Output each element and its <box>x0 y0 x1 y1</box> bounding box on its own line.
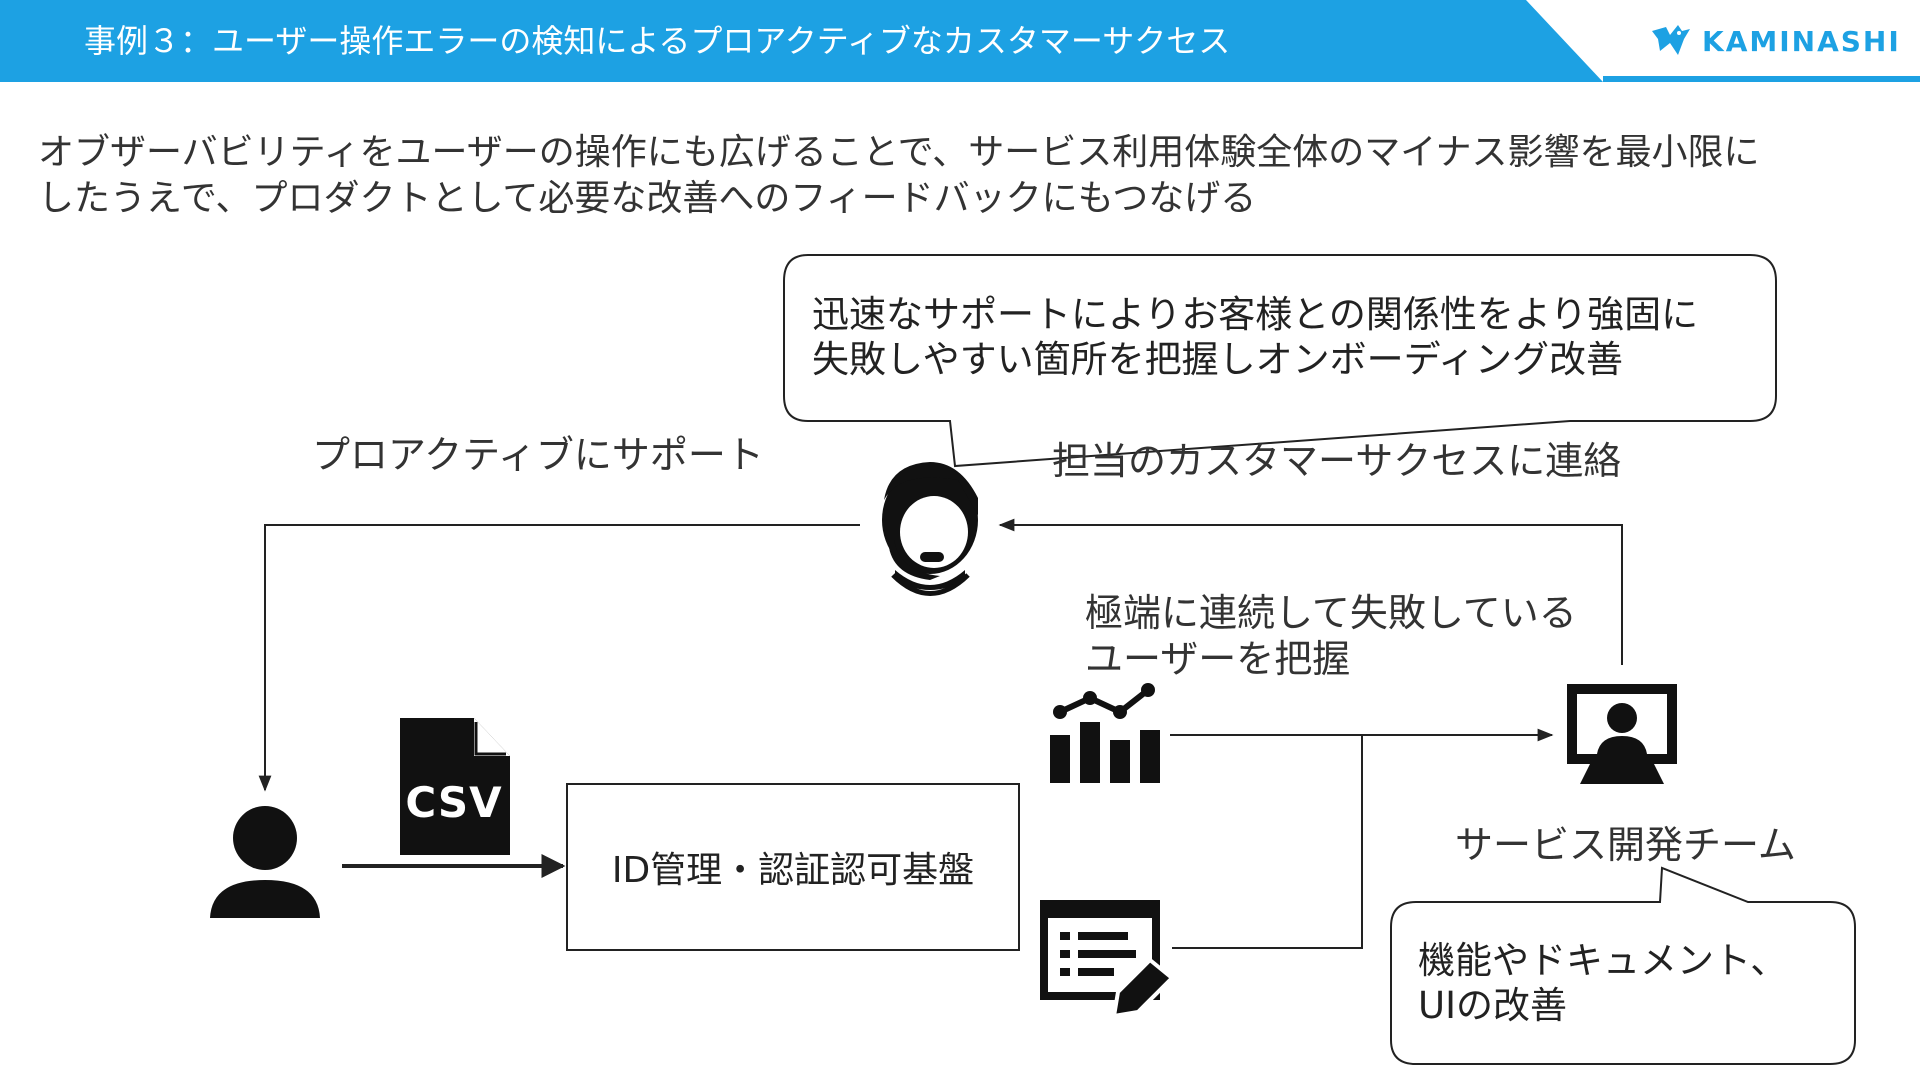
support-bubble-line-2: 失敗しやすい箇所を把握しオンボーディング改善 <box>812 338 1624 381</box>
auth-platform-box <box>566 783 1020 951</box>
arrow-devteam-to-agent <box>998 518 1623 665</box>
intro-line-2: したうえで、プロダクトとして必要な改善へのフィードバックにもつなげる <box>38 178 1257 219</box>
dev-bubble <box>1390 866 1856 1065</box>
csv-label: CSV <box>405 778 503 827</box>
label-dev-team: サービス開発チーム <box>1455 823 1796 867</box>
header-bar <box>0 0 1920 82</box>
label-proactive-support: プロアクティブにサポート <box>312 433 764 477</box>
connector-log-to-chart-line <box>1172 735 1363 949</box>
logo-text: KAMINASHI <box>1702 24 1901 58</box>
slide-title: 事例３：ユーザー操作エラーの検知によるプロアクティブなカスタマーサクセス <box>84 22 1231 60</box>
brand-logo: KAMINASHI <box>1648 16 1901 66</box>
analytics-chart-icon <box>1050 683 1160 783</box>
auth-platform-label: ID管理・認証認可基盤 <box>611 850 975 891</box>
intro-text: オブザーバビリティをユーザーの操作にも広げることで、サービス利用体験全体のマイナ… <box>38 130 1888 222</box>
dev-bubble-line-2: UIの改善 <box>1418 984 1567 1027</box>
support-bubble <box>783 254 1777 468</box>
label-contact-cs: 担当のカスタマーサクセスに連絡 <box>1052 439 1622 483</box>
support-agent-icon <box>882 462 978 596</box>
log-edit-icon <box>1040 900 1175 1019</box>
label-detect-line-1: 極端に連続して失敗している <box>1085 591 1577 635</box>
label-detect-line-2: ユーザーを把握 <box>1085 637 1351 681</box>
developer-monitor-icon <box>1567 684 1677 784</box>
csv-file-icon <box>400 718 510 855</box>
support-bubble-line-1: 迅速なサポートによりお客様との関係性をより強固に <box>812 293 1699 336</box>
dev-bubble-line-1: 機能やドキュメント、 <box>1418 939 1788 982</box>
arrow-agent-to-user <box>258 524 860 792</box>
intro-line-1: オブザーバビリティをユーザーの操作にも広げることで、サービス利用体験全体のマイナ… <box>38 132 1760 173</box>
user-icon <box>210 806 320 918</box>
logo-mark-icon <box>1652 25 1690 55</box>
